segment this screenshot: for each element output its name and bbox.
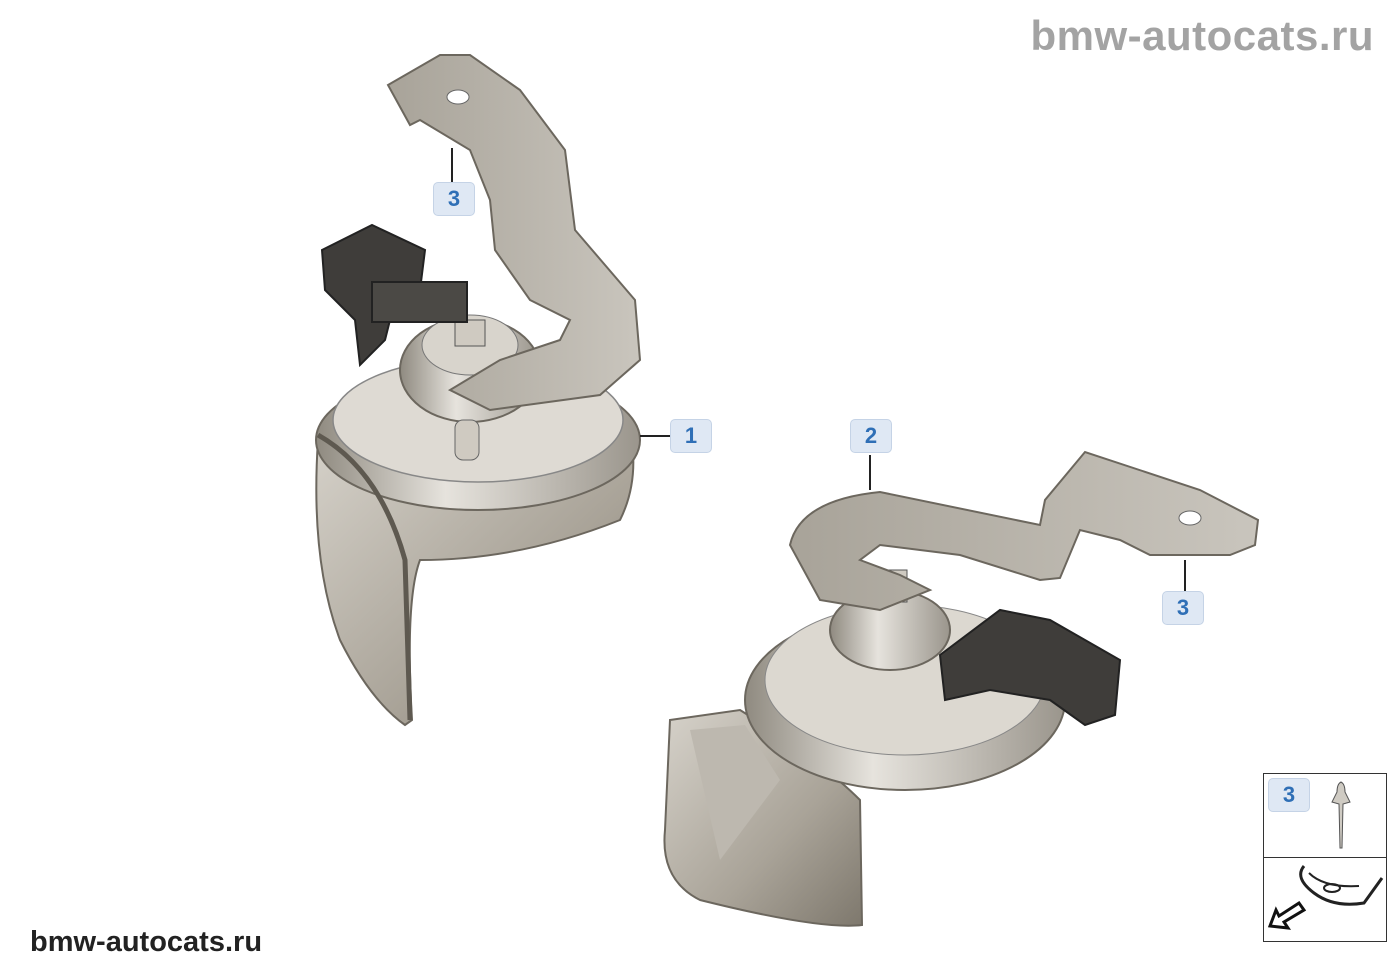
legend-location-cell xyxy=(1264,858,1386,941)
front-bumper-arrow-icon xyxy=(1267,865,1384,930)
bracket-2 xyxy=(788,450,1260,612)
watermark-bottom: bmw-autocats.ru xyxy=(30,926,263,958)
part-legend-box: 3 xyxy=(1263,773,1387,942)
legend-callout-3[interactable]: 3 xyxy=(1268,778,1310,812)
blind-rivet-icon xyxy=(1331,781,1351,849)
callout-2[interactable]: 2 xyxy=(850,419,892,453)
horn-2 xyxy=(663,569,1122,927)
watermark-top: bmw-autocats.ru xyxy=(1030,12,1374,59)
legend-rivet-cell: 3 xyxy=(1264,774,1386,858)
callout-1[interactable]: 1 xyxy=(670,419,712,453)
callout-3-upper[interactable]: 3 xyxy=(433,182,475,216)
bracket-1 xyxy=(386,54,642,412)
callout-3-lower[interactable]: 3 xyxy=(1162,591,1204,625)
